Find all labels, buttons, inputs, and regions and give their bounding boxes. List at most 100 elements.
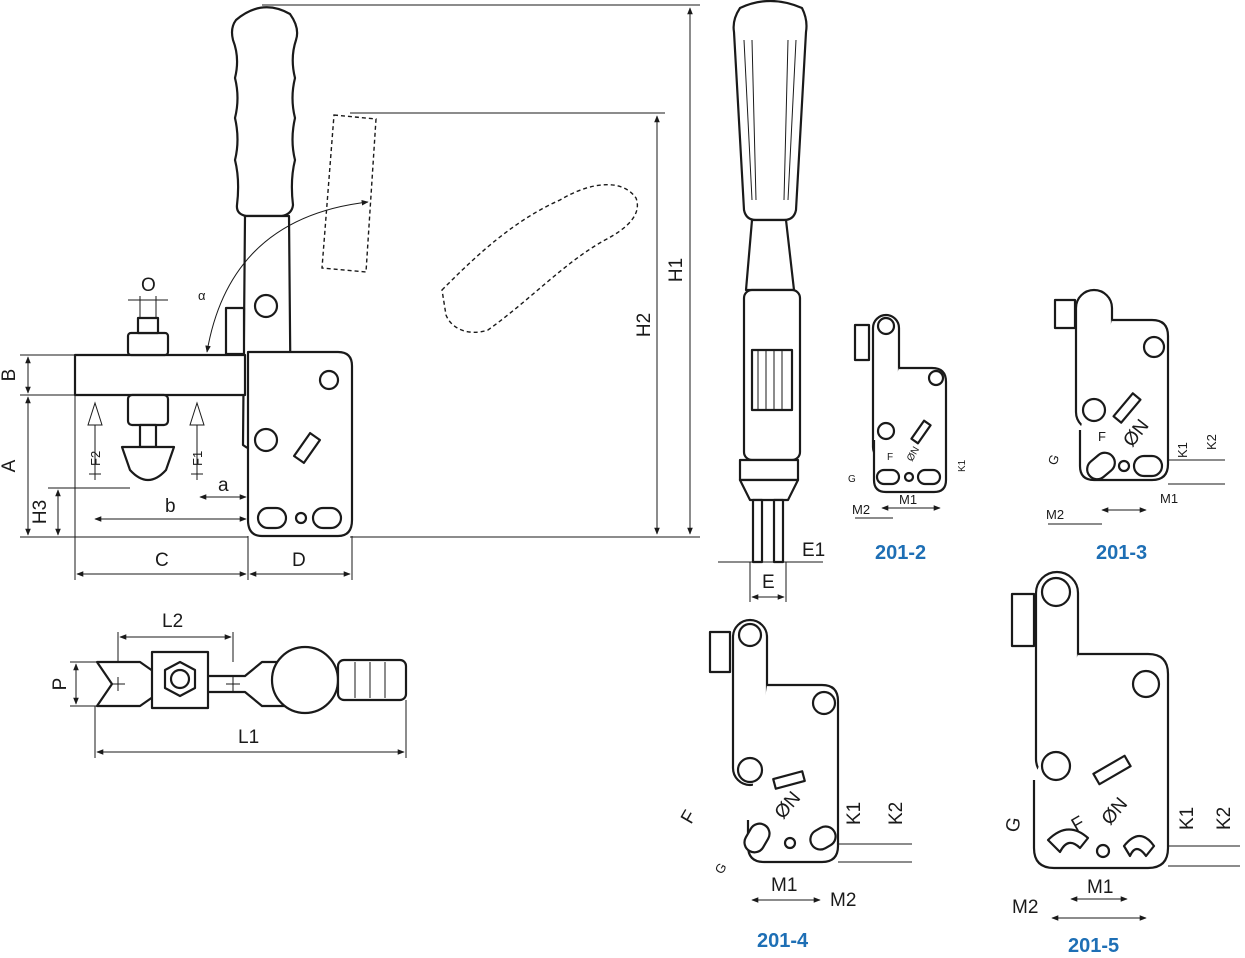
- spindle-tip: [120, 445, 176, 482]
- dim-H3: H3: [30, 500, 51, 524]
- front-handle: [732, 0, 808, 222]
- linkage-slot: [292, 431, 322, 465]
- top-nut: [126, 331, 170, 357]
- dim-F1: F1: [190, 451, 205, 466]
- dim-E1: E1: [802, 540, 825, 561]
- front-lever: [744, 218, 796, 292]
- v3-label-G: G: [1045, 452, 1063, 467]
- v3-mount-left: [1086, 451, 1116, 481]
- v3-pivot-bottom: [1081, 397, 1107, 423]
- v4-label-F: F: [677, 807, 701, 828]
- mount-hole: [294, 511, 308, 525]
- v2-label-M1: M1: [899, 492, 917, 507]
- variant-201-4: F G ØN K1 K2 M1 M2 201-4: [677, 618, 912, 952]
- v2-mount-left: [875, 468, 901, 486]
- v3-hole: [1117, 459, 1131, 473]
- dim-a: a: [218, 475, 229, 496]
- v5-hole: [1095, 843, 1111, 859]
- variant-201-2: F G ØN K1 M1 M2 201-2: [848, 313, 968, 564]
- v4-mount-left: [743, 822, 771, 854]
- v2-model-label: 201-2: [875, 542, 926, 564]
- dim-P: P: [50, 678, 71, 691]
- v2-pivot-plate: [927, 369, 945, 387]
- v4-slot: [772, 770, 806, 790]
- base-pivot: [318, 369, 340, 391]
- upper-pivot: [253, 293, 279, 319]
- v5-plate: [1032, 652, 1170, 870]
- side-view: H1 H2 α O: [0, 4, 700, 580]
- v2-label-G: G: [848, 474, 856, 485]
- v3-label-F: F: [1098, 429, 1106, 444]
- front-taper: [738, 478, 800, 502]
- v3-label-K1: K1: [1175, 442, 1190, 458]
- v5-pivot-plate: [1131, 669, 1161, 699]
- v3-slot: [1112, 392, 1142, 424]
- v2-plate: [872, 366, 948, 494]
- v4-mount-right: [809, 825, 837, 851]
- v5-slot: [1092, 754, 1132, 786]
- v5-label-M2: M2: [1012, 897, 1038, 918]
- v2-label-K1: K1: [957, 459, 968, 472]
- dim-L2: L2: [162, 611, 183, 632]
- v5-model-label: 201-5: [1068, 935, 1119, 957]
- clamp-arm: [73, 353, 247, 397]
- v2-slot: [910, 419, 932, 445]
- force-arrow-f1: [189, 401, 205, 480]
- dim-C: C: [155, 550, 169, 571]
- v5-label-M1: M1: [1087, 877, 1113, 898]
- front-spring-lines: [757, 350, 783, 410]
- v2-label-M2: M2: [852, 502, 870, 517]
- front-spring: [750, 348, 794, 412]
- v5-mount-left: [1046, 828, 1090, 854]
- v4-hole: [783, 836, 797, 850]
- top-slot-marks: [111, 677, 240, 691]
- angle-arc: [205, 199, 369, 353]
- v4-pivot-plate: [811, 690, 837, 716]
- dim-b: b: [165, 496, 176, 517]
- variant-201-5: F G ØN K1 K2 M1 M2 201-5: [1002, 570, 1240, 957]
- v3-label-M1: M1: [1160, 491, 1178, 506]
- mount-slot-right: [311, 506, 343, 530]
- handle-grip: [230, 6, 299, 218]
- v2-pivot-bottom: [876, 421, 896, 441]
- top-bolt: [136, 316, 160, 335]
- v5-stop: [1010, 592, 1036, 648]
- dim-alpha: α: [198, 288, 206, 303]
- front-collar: [738, 458, 800, 482]
- top-handle-ribs: [354, 662, 386, 698]
- open-position-outline: [321, 114, 377, 273]
- force-arrow-f2: [87, 401, 103, 480]
- v4-label-G: G: [712, 860, 730, 876]
- v2-stop: [853, 323, 871, 362]
- v2-hole: [903, 471, 915, 483]
- v2-mount-right: [916, 468, 942, 486]
- lever-stop: [224, 306, 246, 356]
- dim-L1: L1: [238, 727, 259, 748]
- front-leg-right: [772, 498, 785, 564]
- v2-pivot-top: [876, 316, 896, 336]
- v5-mount-right: [1122, 834, 1156, 858]
- v3-pivot-plate: [1142, 335, 1166, 359]
- top-view: L2 P L1: [50, 611, 408, 758]
- v4-label-K1: K1: [844, 802, 865, 825]
- dim-H1: H1: [666, 258, 687, 282]
- lower-pivot: [253, 427, 279, 453]
- front-handle-detail: [743, 39, 797, 201]
- v4-model-label: 201-4: [757, 930, 809, 952]
- v4-stop: [708, 630, 732, 674]
- dim-H2: H2: [634, 313, 655, 337]
- v3-stop: [1053, 298, 1077, 330]
- swing-position-outline: [441, 184, 639, 333]
- mount-slot-left: [256, 506, 288, 530]
- variant-201-3: F G ØN K1 K2 M1 M2 201-3: [1045, 288, 1225, 564]
- v3-label-K2: K2: [1204, 434, 1219, 450]
- dim-O: O: [141, 275, 156, 296]
- v3-mount-right: [1132, 454, 1164, 478]
- v4-label-M1: M1: [771, 875, 797, 896]
- v4-label-K2: K2: [886, 802, 907, 825]
- v4-label-M2: M2: [830, 890, 856, 911]
- v2-label-F: F: [887, 452, 893, 463]
- v5-label-G: G: [1002, 816, 1025, 834]
- front-view: E E1: [718, 0, 825, 602]
